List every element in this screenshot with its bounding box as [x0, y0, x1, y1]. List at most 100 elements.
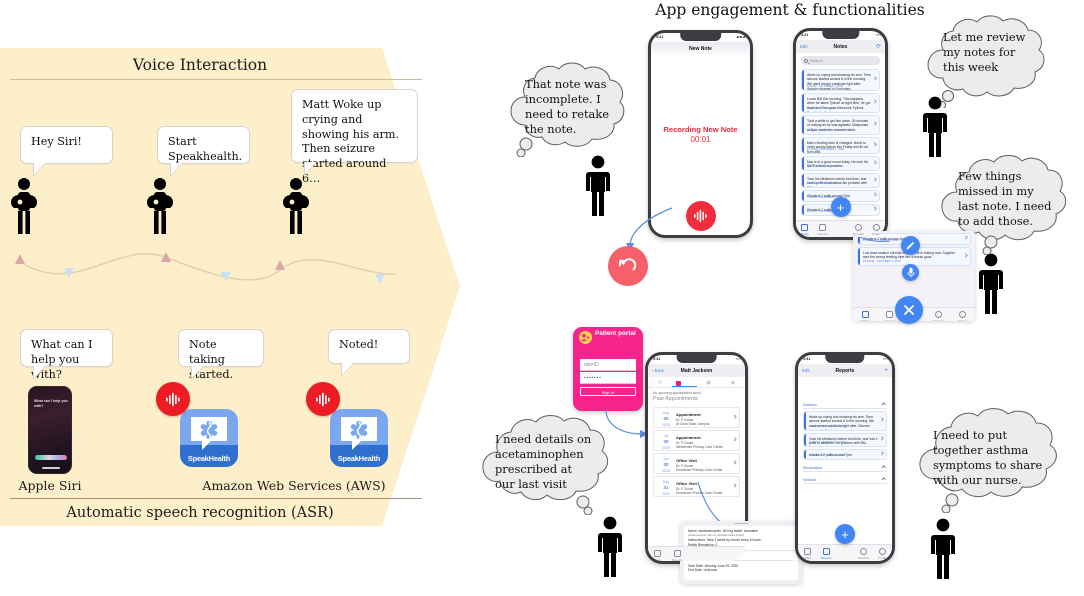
- nav-title: New Note: [689, 45, 712, 52]
- tab-mychart[interactable]: MyChart: [926, 310, 950, 321]
- tab-notes[interactable]: Notes: [798, 547, 817, 560]
- tab-profile[interactable]: Profile: [867, 223, 885, 236]
- appointment-info: Appointment Dr. P Zouse Westerville Prim…: [676, 435, 723, 451]
- sheet-grip[interactable]: [734, 522, 748, 524]
- report-section-medication[interactable]: Medication: [803, 463, 887, 472]
- appointment-row[interactable]: Aug 20 2020 Appointment Dr. P Zouse St C…: [653, 407, 740, 428]
- report-note-item[interactable]: Took his Melatonin before bed time, and …: [803, 433, 887, 447]
- tab-reports[interactable]: Reports: [877, 310, 901, 321]
- siri-phone-text: What can I help you with?: [34, 399, 68, 408]
- report-section-asthma[interactable]: Asthma: [803, 400, 887, 409]
- medical-bubble-icon: [191, 417, 227, 450]
- retake-undo-button[interactable]: [608, 246, 648, 286]
- add-report-button[interactable]: +: [884, 367, 888, 374]
- edit-button[interactable]: Edit: [802, 368, 810, 373]
- note-body: Loose BM this morning. This happens when…: [807, 96, 871, 113]
- siri-phone-mockup[interactable]: What can I help you with?: [28, 386, 72, 474]
- note-list-item[interactable]: Max is in a good mood today. He took his…: [801, 156, 880, 171]
- note-meta: 8:42PM · OCTOBER 1, 2020: [807, 128, 844, 133]
- month: Jun: [663, 457, 669, 461]
- tab-mychart[interactable]: MyChart: [849, 223, 867, 236]
- add-report-fab[interactable]: +: [835, 524, 855, 544]
- thought-cloud-5: I need to put together asthma symptoms t…: [905, 405, 1080, 513]
- nav-title: Notes: [833, 43, 848, 50]
- stop-recording-button[interactable]: [685, 201, 716, 231]
- asr-footer-divider: [10, 498, 422, 499]
- fab-expanded-menu[interactable]: [895, 236, 935, 326]
- chevron-right-icon: [878, 436, 884, 442]
- asr-panel-title: Voice Interaction: [132, 56, 268, 74]
- tab-reports[interactable]: Reports: [667, 549, 686, 561]
- tab-reports[interactable]: Reports: [814, 223, 832, 236]
- month: Mar: [662, 480, 670, 484]
- tab-notes[interactable]: Notes: [853, 310, 877, 321]
- note-list-item[interactable]: Loose BM this morning. This happens when…: [801, 93, 880, 113]
- tab-reports[interactable]: Reports: [817, 547, 836, 560]
- tab-profile[interactable]: Profile: [873, 547, 892, 560]
- cloud-text: That note was incomplete. I need to reta…: [525, 77, 609, 137]
- note-list-item[interactable]: Took a while to get him down. 30 minutes…: [801, 115, 880, 135]
- tab-label: Profile: [878, 555, 887, 560]
- segment-person-icon[interactable]: ☺: [657, 380, 663, 386]
- segment-control[interactable]: ☺ ▣ ◉: [648, 377, 745, 388]
- status-icons: ▪▪▪: [875, 33, 881, 37]
- status-time: 9:41: [656, 35, 664, 39]
- appointment-row[interactable]: Jul 30 2020 Appointment Dr. P Zouse West…: [653, 430, 740, 451]
- status-time: 9:41: [803, 357, 811, 361]
- note-list-item[interactable]: Max's feeding tube is changed. Need to o…: [801, 137, 880, 154]
- thought-cloud-3: Few things missed in my last note. I nee…: [925, 150, 1080, 255]
- userid-field[interactable]: userID: [580, 359, 636, 371]
- tab-label: Reports: [817, 231, 828, 236]
- phone-notes-screen[interactable]: 9:41 ▪▪▪ Edit Notes ⟳ Search Woke up cry…: [793, 28, 888, 240]
- year: 2020: [662, 468, 670, 473]
- report-note-item[interactable]: Woke up crying and showing his arm. Then…: [803, 411, 887, 431]
- report-note-item[interactable]: Albuterol 2 puffs around 7pm. 7:06PM · O…: [803, 449, 887, 460]
- patient-portal-card[interactable]: Patient portal userID ••••••• Sign In: [573, 327, 643, 411]
- speakhealth-app-icon-1[interactable]: SpeakHealth: [180, 409, 238, 467]
- mic-badge-2[interactable]: [306, 382, 340, 416]
- back-button[interactable]: ‹ Back: [652, 368, 665, 373]
- caregiver-figure-3: [278, 177, 314, 235]
- nav-title: Reports: [835, 367, 855, 374]
- segment-health-icon[interactable]: [676, 380, 682, 386]
- note-list-item[interactable]: Took his Melatonin before bed time, and …: [801, 173, 880, 188]
- segment-clock-icon[interactable]: ◉: [730, 380, 736, 386]
- profile-icon: [872, 223, 880, 231]
- status-icons: ▪▪▪: [735, 357, 741, 361]
- chevron-right-icon: [962, 235, 968, 241]
- bubble-text: Matt Woke up crying and showing his arm.…: [302, 98, 400, 185]
- search-input[interactable]: Search: [801, 56, 880, 65]
- segment-calendar-icon[interactable]: ▣: [706, 380, 711, 386]
- signin-button[interactable]: Sign In: [580, 387, 636, 396]
- add-note-fab[interactable]: +: [830, 197, 851, 217]
- note-accent-bar: [802, 94, 805, 112]
- chevron-right-icon: [871, 159, 877, 165]
- tab-notes[interactable]: Notes: [648, 549, 667, 561]
- notes-icon: [861, 310, 869, 318]
- edit-note-button[interactable]: [901, 236, 920, 255]
- refresh-icon[interactable]: ⟳: [875, 44, 881, 50]
- tab-mychart[interactable]: MyChart: [854, 547, 873, 560]
- tab-profile[interactable]: Profile: [951, 310, 975, 321]
- note-list-item[interactable]: Woke up crying and showing his arm. Then…: [801, 69, 880, 91]
- appointment-row[interactable]: Mar 31 2020 Office Visit Dr. P Zouse Dow…: [653, 476, 740, 497]
- speakhealth-app-icon-2[interactable]: SpeakHealth: [330, 409, 388, 467]
- record-note-button[interactable]: [902, 264, 919, 281]
- password-field[interactable]: •••••••: [580, 372, 636, 384]
- phone-recording-screen[interactable]: 9:41 ▰▰▰ New Note Recording New Note 00:…: [648, 30, 753, 238]
- bubble-tail-inner: [34, 366, 45, 378]
- note-accent-bar: [802, 116, 805, 134]
- report-section-seizure[interactable]: Seizure: [803, 475, 887, 484]
- tab-label: Reports: [820, 555, 832, 560]
- tab-notes[interactable]: Notes: [796, 223, 814, 236]
- status-time: 9:41: [653, 357, 661, 361]
- nav-bar: Edit Reports +: [798, 364, 892, 377]
- note-body: Max's feeding tube is changed. Need to o…: [807, 140, 869, 154]
- mic-badge-1[interactable]: [156, 382, 190, 416]
- caregiver-figure-8: [928, 518, 958, 580]
- phone-reports-screen[interactable]: 9:41 ▪▪▪ Edit Reports + Asthma Woke up c…: [795, 352, 895, 564]
- appointment-row[interactable]: Jun 30 2020 Office Visit Dr. P Zouse Dow…: [653, 453, 740, 474]
- close-fab-button[interactable]: [895, 296, 923, 324]
- edit-button[interactable]: Edit: [800, 44, 808, 49]
- appointment-date: Mar 31 2020: [658, 480, 674, 497]
